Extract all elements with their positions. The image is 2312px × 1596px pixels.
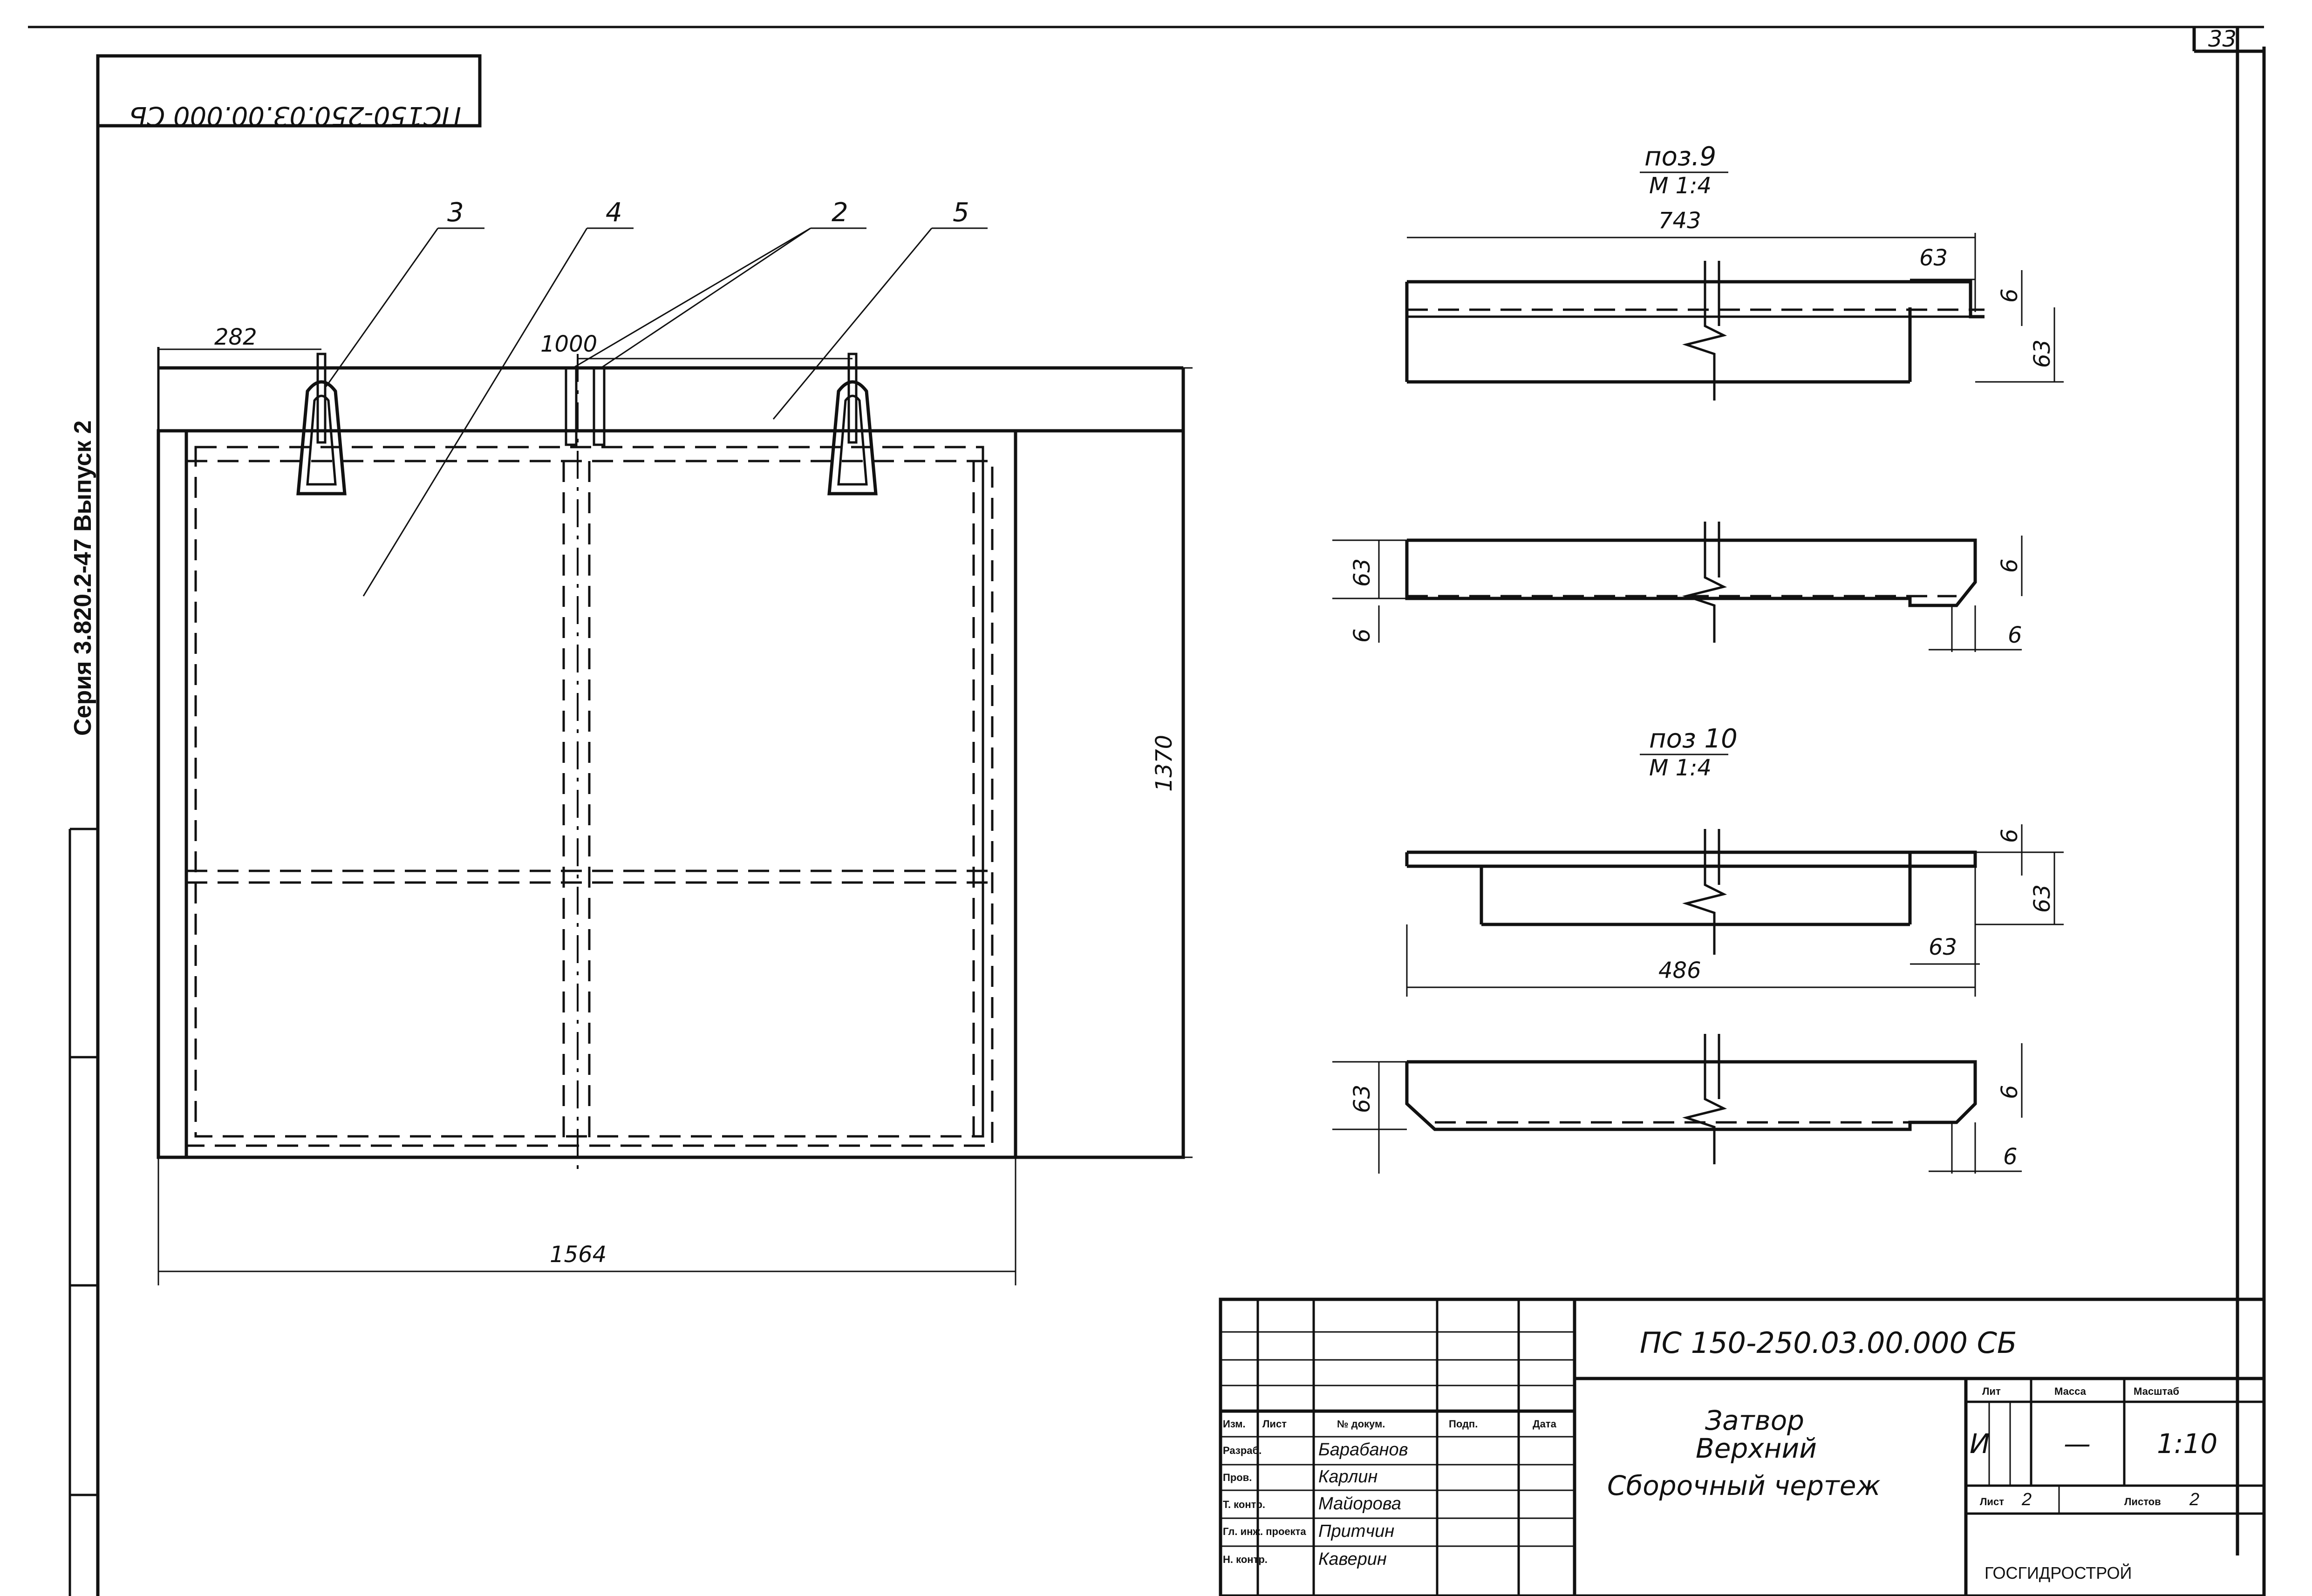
detail9-scale: М 1:4 [1649, 173, 1712, 199]
svg-text:—: — [2064, 1428, 2091, 1460]
callout-2: 2 [573, 197, 866, 369]
svg-text:6: 6 [2008, 622, 2022, 648]
detail10-scale: М 1:4 [1649, 755, 1712, 781]
title-line1: Затвор [1705, 1405, 1804, 1436]
title-block: ПС 150-250.03.00.000 СБ Затвор Верхний С… [1219, 1297, 2266, 1596]
svg-text:Притчин: Притчин [1318, 1521, 1394, 1541]
svg-text:Масса: Масса [2054, 1385, 2087, 1397]
svg-text:Н. контр.: Н. контр. [1223, 1554, 1268, 1565]
detail9-label: поз.9 [1644, 142, 1716, 172]
svg-text:63: 63 [2029, 884, 2055, 913]
svg-text:№ докум.: № докум. [1337, 1418, 1385, 1430]
doc-code: ПС 150-250.03.00.000 СБ [1640, 1326, 2017, 1360]
svg-text:63: 63 [1919, 245, 1948, 271]
svg-text:6: 6 [2003, 1144, 2018, 1170]
svg-text:Майорова: Майорова [1318, 1494, 1401, 1514]
svg-text:63: 63 [1349, 558, 1375, 587]
svg-text:2: 2 [2021, 1490, 2032, 1509]
svg-text:63: 63 [2029, 340, 2055, 368]
lifting-hook-right [827, 353, 878, 496]
dim-width: 1564 [550, 1242, 607, 1268]
rotated-stamp-text: ПС150-250.03.00.000 СБ [129, 101, 461, 131]
svg-text:2: 2 [2189, 1490, 2199, 1509]
series-label: Серия 3.820.2-47 Выпуск 2 [69, 421, 96, 736]
svg-text:6: 6 [1997, 1085, 2023, 1099]
svg-text:5: 5 [953, 197, 969, 228]
lifting-hook-left [296, 353, 347, 496]
org-name: ГОСГИДРОСТРОЙ [1985, 1563, 2132, 1582]
page-number: 33 [2208, 26, 2237, 52]
svg-text:Гл. инж. проекта: Гл. инж. проекта [1223, 1526, 1306, 1537]
svg-text:Изм.: Изм. [1223, 1418, 1246, 1430]
dim-pitch: 1000 [540, 331, 597, 357]
detail-pos9: поз.9 М 1:4 743 63 6 63 [1405, 142, 2064, 401]
detail10-label: поз 10 [1649, 724, 1738, 754]
callout-3: 3 [325, 197, 484, 387]
svg-text:Лист: Лист [1980, 1496, 2004, 1508]
svg-text:3: 3 [447, 197, 464, 228]
svg-text:Пров.: Пров. [1223, 1472, 1252, 1483]
svg-text:1:10: 1:10 [2157, 1428, 2217, 1460]
svg-text:Дата: Дата [1533, 1418, 1557, 1430]
svg-text:743: 743 [1658, 208, 1701, 234]
svg-text:2: 2 [832, 197, 848, 228]
rotated-stamp: ПС150-250.03.00.000 СБ [96, 54, 482, 131]
detail-pos10: поз 10 М 1:4 63 486 6 63 [1405, 724, 2064, 997]
dim-height: 1370 [1151, 735, 1177, 792]
callout-4: 4 [362, 197, 634, 597]
svg-text:Масштаб: Масштаб [2134, 1385, 2179, 1397]
svg-text:486: 486 [1658, 958, 1701, 984]
svg-text:Разраб.: Разраб. [1223, 1445, 1262, 1456]
title-line3: Сборочный чертеж [1607, 1470, 1881, 1501]
detail-pos9-lower: 63 6 6 6 [1332, 522, 2023, 652]
svg-text:Подп.: Подп. [1449, 1418, 1478, 1430]
svg-text:Барабанов: Барабанов [1318, 1440, 1408, 1460]
svg-text:63: 63 [1349, 1085, 1375, 1113]
title-line2: Верхний [1696, 1433, 1817, 1464]
svg-text:Листов: Листов [2124, 1496, 2161, 1508]
svg-text:Каверин: Каверин [1318, 1549, 1387, 1569]
svg-text:4: 4 [606, 197, 622, 228]
callout-5: 5 [772, 197, 988, 420]
svg-text:6: 6 [1997, 288, 2023, 303]
dim-left-offset: 282 [214, 324, 257, 350]
main-view: 282 1000 1370 1564 3 4 2 [157, 197, 1193, 1285]
panel-outline [157, 429, 1185, 1159]
detail-pos10-lower: 63 6 6 [1332, 1034, 2023, 1174]
svg-text:6: 6 [1349, 628, 1375, 643]
svg-text:Карлин: Карлин [1318, 1467, 1378, 1487]
svg-text:6: 6 [1997, 558, 2023, 573]
svg-text:63: 63 [1929, 934, 1957, 960]
svg-text:И: И [1970, 1428, 1990, 1460]
svg-text:Т. контр.: Т. контр. [1223, 1499, 1265, 1510]
svg-text:6: 6 [1997, 829, 2023, 843]
svg-text:Лит: Лит [1982, 1385, 2001, 1397]
svg-text:Лист: Лист [1262, 1418, 1287, 1430]
